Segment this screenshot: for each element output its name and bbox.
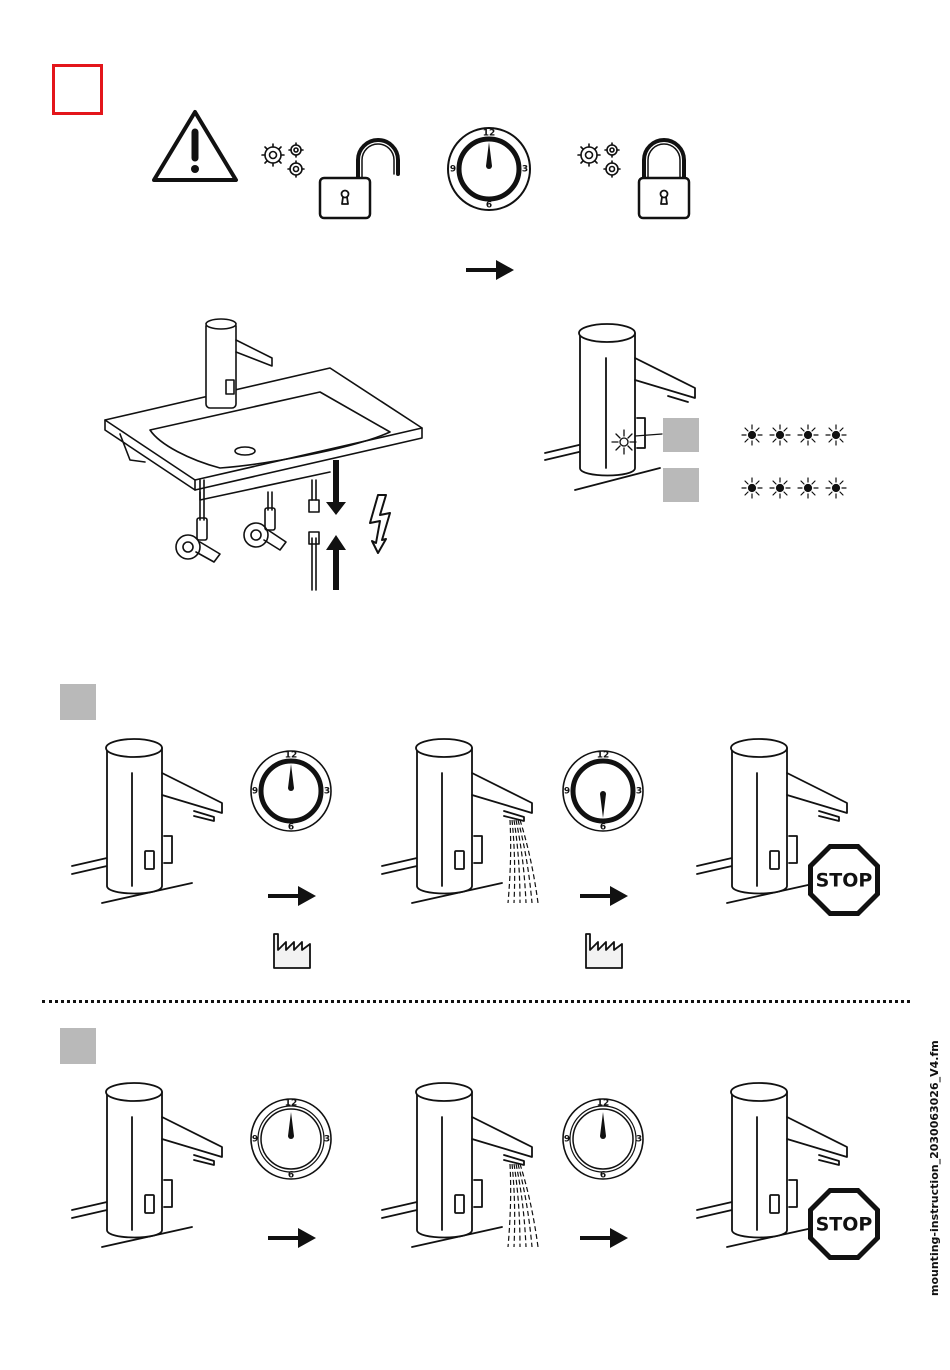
- section-divider: [42, 1000, 910, 1003]
- faucet-icon: [72, 1082, 232, 1262]
- timer-dial-icon: 12 3 6 9: [248, 748, 334, 834]
- faucet-icon: [382, 738, 542, 918]
- arrow-right-icon: [580, 1228, 628, 1248]
- clock-label-3: 3: [636, 1135, 642, 1145]
- red-marker-box: [52, 64, 103, 115]
- timer-dial-icon: 12 3 6 9: [560, 1096, 646, 1182]
- clock-label-9: 9: [564, 1135, 570, 1145]
- clock-label-6: 6: [600, 1171, 606, 1181]
- gears-icon: [576, 140, 626, 180]
- clock-label-6: 6: [288, 1171, 294, 1181]
- arrow-right-icon: [268, 1228, 316, 1248]
- clock-label-3: 3: [324, 787, 330, 797]
- arrow-right-icon: [580, 886, 628, 906]
- gears-icon: [260, 140, 310, 180]
- padlock-closed-icon: [636, 136, 692, 222]
- clock-label-6: 6: [288, 823, 294, 833]
- stop-sign-icon: STOP: [806, 842, 882, 918]
- clock-label-6: 6: [486, 201, 492, 211]
- faucet-icon: [72, 738, 232, 918]
- clock-label-12: 12: [483, 129, 496, 139]
- section-marker-2: [60, 1028, 96, 1064]
- clock-label-3: 3: [522, 165, 528, 175]
- factory-icon: [584, 930, 624, 970]
- padlock-open-icon: [318, 140, 403, 220]
- clock-label-3: 3: [324, 1135, 330, 1145]
- clock-label-6: 6: [600, 823, 606, 833]
- step-marker-2: [663, 468, 699, 502]
- warning-icon: [150, 108, 240, 183]
- arrow-right-icon: [268, 886, 316, 906]
- section-marker-1: [60, 684, 96, 720]
- timer-dial-icon: 12 3 6 9: [560, 748, 646, 834]
- clock-label-9: 9: [252, 1135, 258, 1145]
- faucet-icon: [382, 1082, 542, 1262]
- clock-label-12: 12: [597, 1099, 610, 1109]
- clock-label-9: 9: [252, 787, 258, 797]
- clock-label-9: 9: [450, 165, 456, 175]
- document-filename: mounting-instruction_2030063026_V4.fm: [928, 1040, 941, 1296]
- led-blink-row: [740, 424, 852, 504]
- stop-label: STOP: [816, 1214, 873, 1236]
- step-marker-1: [663, 418, 699, 452]
- clock-label-12: 12: [597, 751, 610, 761]
- stop-label: STOP: [816, 870, 873, 892]
- clock-label-9: 9: [564, 787, 570, 797]
- lightning-icon: [368, 495, 396, 553]
- clock-label-3: 3: [636, 787, 642, 797]
- stop-sign-icon: STOP: [806, 1186, 882, 1262]
- clock-label-12: 12: [285, 1099, 298, 1109]
- arrow-right-icon: [466, 260, 514, 280]
- timer-dial-icon: 12 3 6 9: [446, 126, 532, 212]
- clock-label-12: 12: [285, 751, 298, 761]
- factory-icon: [272, 930, 312, 970]
- timer-dial-icon: 12 3 6 9: [248, 1096, 334, 1182]
